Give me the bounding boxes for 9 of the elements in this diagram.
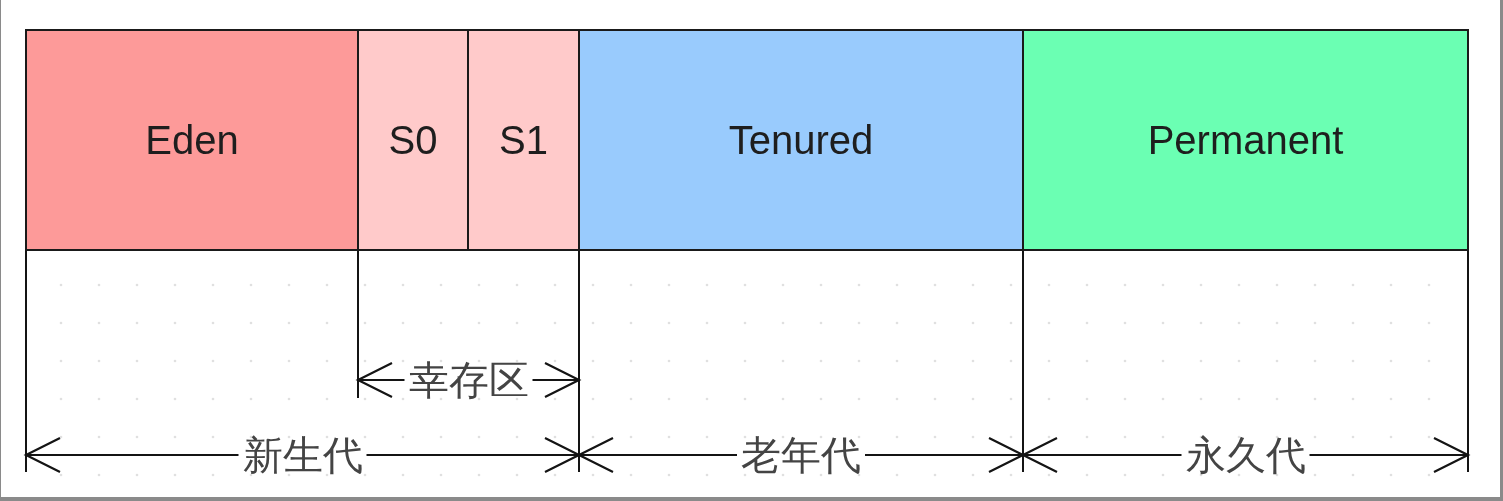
memory-region-box: S1 — [467, 29, 580, 251]
memory-region-box: Eden — [25, 29, 359, 251]
dimension-label: 幸存区 — [408, 360, 529, 400]
dimension-label: 永久代 — [1185, 435, 1306, 475]
dimension-label: 新生代 — [242, 435, 363, 475]
memory-region-box: S0 — [357, 29, 469, 251]
memory-region-box: Tenured — [578, 29, 1024, 251]
dimension-label: 老年代 — [741, 435, 861, 475]
memory-region-box: Permanent — [1022, 29, 1469, 251]
